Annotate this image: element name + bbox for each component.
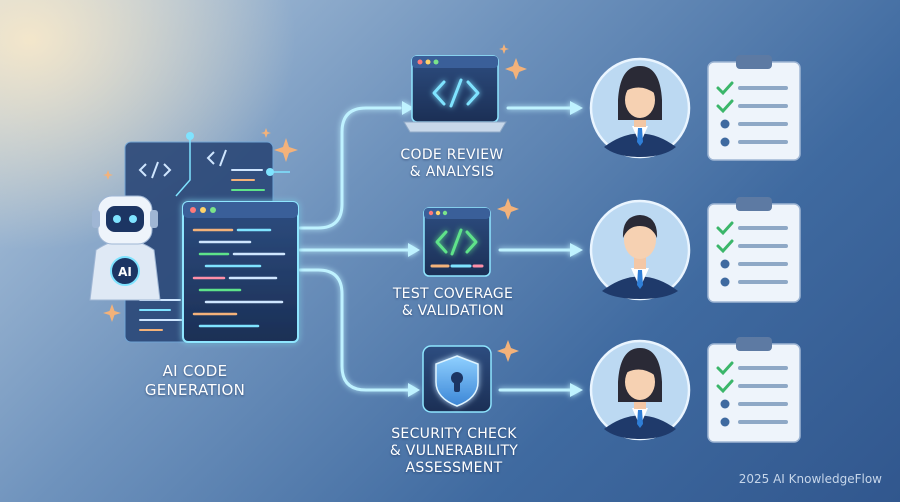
sparkle-icon xyxy=(499,44,509,54)
arrowhead-security xyxy=(408,383,420,397)
arrowhead-tester xyxy=(570,243,583,257)
reviewer-avatar xyxy=(589,57,691,159)
robot-badge: AI xyxy=(118,265,132,279)
arrowheads xyxy=(402,101,583,397)
arrowhead-auditor xyxy=(570,383,583,397)
checklist-icon xyxy=(707,55,801,161)
test-coverage-node xyxy=(423,207,491,277)
sparkle-icon xyxy=(103,170,113,180)
label-line: CODE REVIEW xyxy=(400,147,504,163)
sparkle-icon xyxy=(261,128,271,138)
checklist-icon xyxy=(707,337,801,443)
test-coverage-label: TEST COVERAGE & VALIDATION xyxy=(378,286,528,320)
security-check-label: SECURITY CHECK & VULNERABILITY ASSESSMEN… xyxy=(370,426,538,477)
robot-icon xyxy=(89,195,161,301)
arrowhead-test xyxy=(408,243,420,257)
sparkle-icon xyxy=(505,58,527,80)
sparkle-icon xyxy=(103,304,121,322)
connector-lines xyxy=(298,106,572,392)
sparkle-icon xyxy=(274,138,298,162)
label-line: TEST COVERAGE xyxy=(392,286,514,302)
label-line: & VULNERABILITY xyxy=(389,443,519,459)
security-check-node xyxy=(422,345,492,413)
ai-code-generation-node: AI xyxy=(89,132,299,343)
sparkle-icon xyxy=(497,340,519,362)
auditor-avatar xyxy=(589,339,691,441)
person-icon xyxy=(602,215,678,299)
sparkle-icon xyxy=(497,198,519,220)
label-line: & ANALYSIS xyxy=(409,164,495,180)
sparkles xyxy=(103,44,527,362)
label-line: SECURITY CHECK xyxy=(391,426,517,442)
laptop-code-icon xyxy=(403,55,507,133)
shield-lock-icon xyxy=(435,355,479,407)
checklists xyxy=(707,55,801,443)
connector-to-review xyxy=(298,106,402,230)
label-line: AI CODE xyxy=(162,362,228,380)
footer-credit: 2025 AI KnowledgeFlow xyxy=(738,472,882,486)
reviewers xyxy=(589,57,691,441)
code-review-node xyxy=(403,55,507,133)
code-window xyxy=(182,201,299,343)
label-line: ASSESSMENT xyxy=(405,460,503,476)
code-review-label: CODE REVIEW & ANALYSIS xyxy=(382,147,522,181)
code-icon xyxy=(138,161,172,179)
connector-to-security xyxy=(298,268,410,392)
person-icon xyxy=(604,66,676,157)
tester-avatar xyxy=(589,199,691,301)
code-icon-2 xyxy=(206,149,227,167)
test-code-icon xyxy=(423,207,491,277)
label-line: GENERATION xyxy=(144,381,246,399)
arrowhead-reviewer xyxy=(570,101,583,115)
checklist-icon xyxy=(707,197,801,303)
ai-code-generation-label: AI CODE GENERATION xyxy=(125,362,265,400)
label-line: & VALIDATION xyxy=(401,303,505,319)
person-icon xyxy=(604,348,676,439)
arrowhead-review xyxy=(402,101,414,115)
